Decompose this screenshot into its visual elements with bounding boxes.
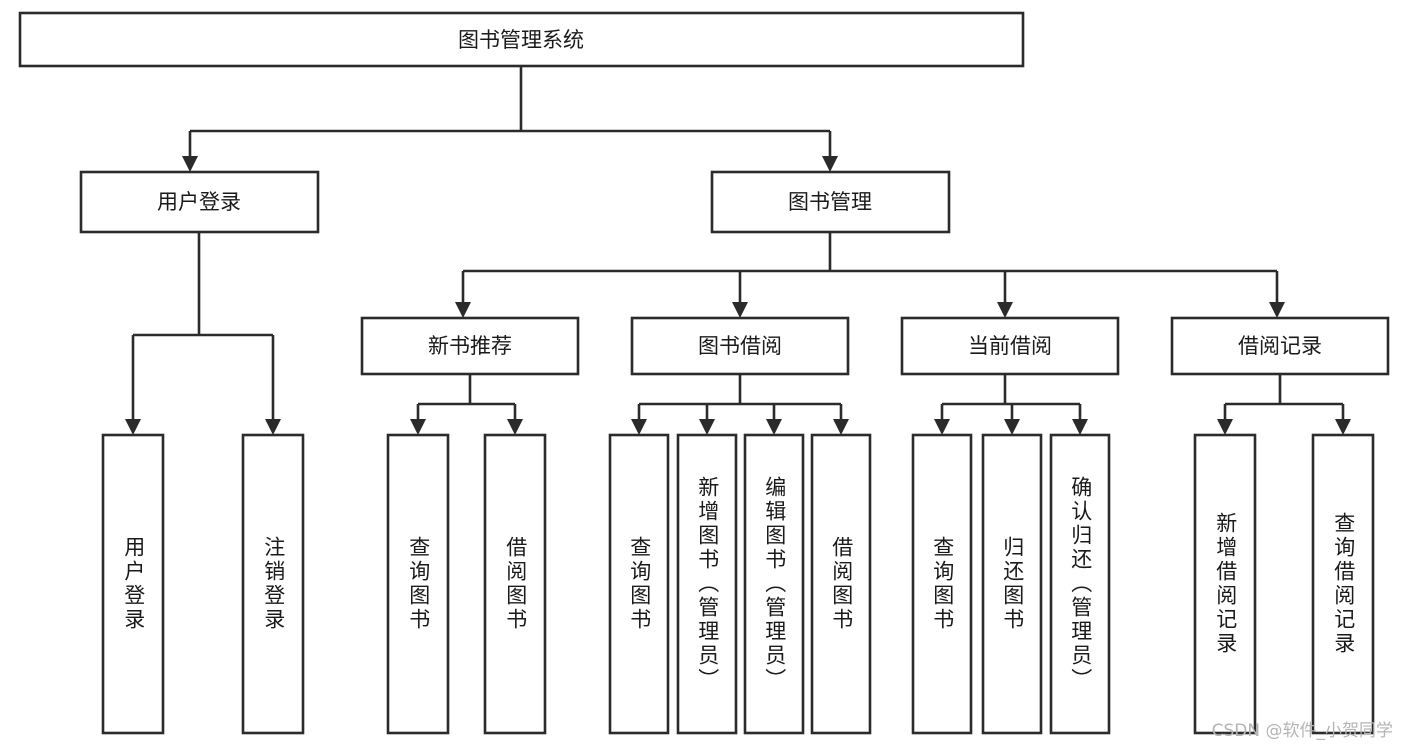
csdn-watermark: CSDN @软件_小贺同学 bbox=[1211, 721, 1393, 741]
node-box-new-book-recommend[interactable] bbox=[360, 316, 580, 376]
node-box-leaf-edit-book-admin[interactable] bbox=[743, 433, 805, 735]
arrow-head-user-login-child-2 bbox=[265, 419, 281, 435]
label-book-management: 图书管理 bbox=[788, 190, 872, 214]
arrow-head-borrow-child-4 bbox=[833, 419, 849, 435]
node-box-leaf-return-book[interactable] bbox=[981, 433, 1043, 735]
arrow-head-new-books-child-1 bbox=[410, 419, 426, 435]
node-box-leaf-borrow-books-rec[interactable] bbox=[483, 433, 547, 735]
label-user-login: 用户登录 bbox=[157, 190, 241, 214]
arrow-head-records bbox=[1269, 302, 1285, 318]
arrow-head-user-login bbox=[182, 156, 198, 172]
arrow-head-book-mgmt bbox=[822, 156, 838, 172]
node-box-leaf-confirm-return-admin[interactable] bbox=[1049, 433, 1111, 735]
node-box-leaf-query-books-borrow[interactable] bbox=[608, 433, 670, 735]
node-box-leaf-query-books-current[interactable] bbox=[911, 433, 973, 735]
node-box-borrow-records[interactable] bbox=[1170, 316, 1390, 376]
node-box-current-borrow[interactable] bbox=[900, 316, 1120, 376]
horizontal-label-layer: 图书管理系统 用户登录 图书管理 新书推荐 图书借阅 当前借阅 借阅记录 bbox=[157, 28, 1322, 358]
node-box-leaf-user-logout[interactable] bbox=[241, 433, 305, 735]
arrow-head-current-child-1 bbox=[934, 419, 950, 435]
connector-layer bbox=[125, 66, 1351, 435]
node-box-leaf-query-books-rec[interactable] bbox=[386, 433, 450, 735]
node-box-leaf-add-book-admin[interactable] bbox=[676, 433, 738, 735]
node-box-layer bbox=[18, 11, 1390, 735]
arrow-head-current-child-2 bbox=[1004, 419, 1020, 435]
arrow-head-borrow bbox=[732, 302, 748, 318]
node-box-leaf-user-login[interactable] bbox=[101, 433, 165, 735]
label-current-borrow: 当前借阅 bbox=[968, 334, 1052, 358]
label-borrow-records: 借阅记录 bbox=[1238, 334, 1322, 358]
arrow-head-new-books bbox=[455, 302, 471, 318]
arrow-head-borrow-child-1 bbox=[631, 419, 647, 435]
node-box-book-borrow[interactable] bbox=[630, 316, 850, 376]
label-new-book-recommend: 新书推荐 bbox=[428, 334, 512, 358]
arrow-head-new-books-child-2 bbox=[507, 419, 523, 435]
node-box-root[interactable] bbox=[18, 11, 1025, 68]
node-box-user-login[interactable] bbox=[79, 170, 320, 234]
node-box-book-management[interactable] bbox=[710, 170, 951, 234]
node-box-leaf-add-borrow-record[interactable] bbox=[1193, 433, 1257, 735]
arrow-head-borrow-child-3 bbox=[766, 419, 782, 435]
label-book-borrow: 图书借阅 bbox=[698, 334, 782, 358]
arrow-head-records-child-1 bbox=[1217, 419, 1233, 435]
node-box-leaf-query-borrow-record[interactable] bbox=[1311, 433, 1375, 735]
arrow-head-current-child-3 bbox=[1072, 419, 1088, 435]
node-box-leaf-borrow-book[interactable] bbox=[810, 433, 872, 735]
arrow-head-current bbox=[997, 302, 1013, 318]
arrow-head-records-child-2 bbox=[1335, 419, 1351, 435]
label-root: 图书管理系统 bbox=[458, 28, 584, 52]
arrow-head-borrow-child-2 bbox=[699, 419, 715, 435]
arrow-head-user-login-child-1 bbox=[125, 419, 141, 435]
